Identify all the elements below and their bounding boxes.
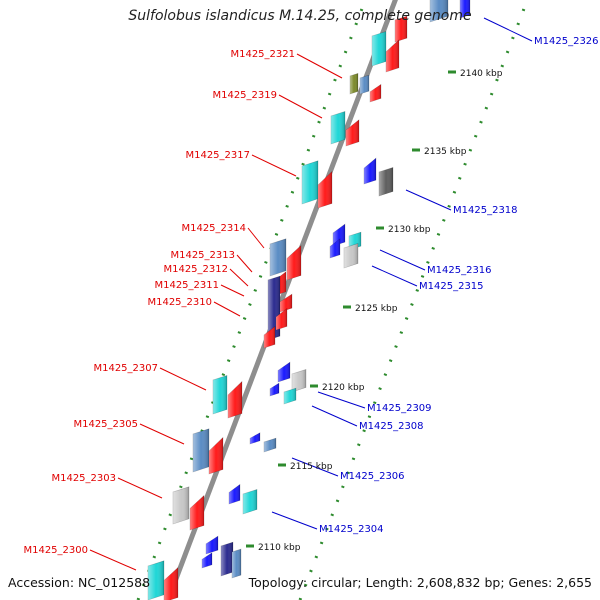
gene-leader-right [311, 405, 358, 427]
scale-tick-label: 2125 kbp [355, 304, 398, 314]
gene-label-right: M1425_2318 [453, 205, 518, 216]
strand-dotted-guide-right [298, 0, 529, 600]
gene-label-left: M1425_2307 [93, 363, 158, 374]
gene-label-left: M1425_2314 [181, 223, 246, 234]
gene-block-32 [263, 437, 277, 453]
gene-block-20 [279, 293, 293, 313]
genome-summary-text: Topology: circular; Length: 2,608,832 bp… [248, 575, 592, 590]
accession-text: Accession: NC_012588 [8, 575, 151, 590]
gene-block-6 [330, 111, 346, 145]
gene-block-34 [189, 494, 205, 531]
gene-label-right: M1425_2304 [319, 524, 384, 535]
gene-block-39 [231, 548, 242, 579]
gene-block-16 [269, 238, 287, 277]
gene-block-21 [275, 307, 288, 331]
scale-tick-label: 2140 kbp [460, 69, 503, 79]
gene-leader-right [405, 189, 452, 211]
gene-block-40 [201, 552, 213, 569]
gene-block-33 [172, 486, 190, 525]
gene-label-left: M1425_2317 [185, 150, 250, 161]
gene-label-left: M1425_2321 [230, 49, 295, 60]
gene-leader-left [220, 284, 245, 297]
gene-block-10 [363, 157, 377, 185]
gene-label-right: M1425_2308 [359, 421, 424, 432]
scale-tick-label: 2115 kbp [290, 462, 333, 472]
scale-tick-label: 2130 kbp [388, 225, 431, 235]
gene-leader-right [483, 17, 533, 42]
gene-block-5 [369, 83, 382, 103]
gene-leader-left [89, 549, 137, 571]
gene-block-9 [317, 170, 333, 209]
gene-block-36 [242, 489, 258, 515]
gene-label-left: M1425_2310 [147, 297, 212, 308]
gene-block-41 [147, 560, 165, 600]
gene-leader-right [317, 391, 366, 409]
gene-block-29 [192, 428, 210, 473]
gene-leader-right [271, 511, 318, 530]
gene-block-27 [269, 382, 280, 397]
gene-block-22 [263, 325, 276, 349]
gene-label-left: M1425_2303 [51, 473, 116, 484]
gene-leader-left [247, 227, 265, 249]
gene-leader-right [371, 265, 418, 287]
gene-label-left: M1425_2311 [154, 280, 219, 291]
gene-block-8 [301, 160, 319, 205]
gene-block-7 [345, 119, 360, 147]
scale-tick-label: 2120 kbp [322, 383, 365, 393]
gene-label-right: M1425_2315 [419, 281, 484, 292]
gene-leader-left [159, 367, 207, 391]
gene-block-15 [343, 243, 359, 269]
gene-block-1 [371, 31, 387, 67]
gene-block-2 [385, 39, 400, 73]
gene-block-11 [378, 167, 394, 197]
gene-label-left: M1425_2300 [23, 545, 88, 556]
gene-leader-left [278, 94, 323, 119]
gene-block-12 [332, 223, 346, 247]
gene-block-43 [459, 0, 471, 19]
gene-block-14 [329, 238, 341, 259]
gene-leader-right [291, 457, 339, 477]
scale-tick-label: 2135 kbp [424, 147, 467, 157]
gene-block-38 [220, 541, 234, 577]
map-title: Sulfolobus islandicus M.14.25, complete … [128, 8, 472, 24]
gene-label-right: M1425_2316 [427, 265, 492, 276]
gene-block-44 [429, 0, 449, 23]
gene-block-25 [277, 361, 291, 383]
gene-leader-left [117, 477, 163, 499]
gene-label-right: M1425_2309 [367, 403, 432, 414]
gene-block-23 [212, 375, 228, 415]
gene-block-17 [286, 244, 302, 281]
gene-block-30 [208, 436, 224, 475]
gene-block-4 [359, 74, 370, 95]
gene-block-42 [163, 566, 179, 600]
gene-block-0 [394, 15, 408, 43]
gene-block-24 [227, 380, 243, 419]
gene-leader-left [296, 53, 343, 79]
gene-label-right: M1425_2306 [340, 471, 405, 482]
gene-block-28 [283, 387, 297, 405]
gene-leader-left [251, 154, 297, 177]
gene-label-right: M1425_2326 [534, 36, 599, 47]
gene-block-37 [205, 535, 219, 555]
gene-leader-left [229, 268, 249, 287]
scale-tick-label: 2110 kbp [258, 543, 301, 553]
gene-leader-left [213, 301, 241, 317]
gene-leader-left [236, 254, 253, 273]
gene-block-3 [349, 73, 359, 95]
gene-label-left: M1425_2312 [163, 264, 228, 275]
gene-block-26 [291, 369, 307, 393]
gene-label-left: M1425_2305 [73, 419, 138, 430]
gene-label-left: M1425_2319 [212, 90, 277, 101]
gene-leader-right [379, 249, 426, 271]
gene-block-35 [228, 483, 241, 505]
gene-label-left: M1425_2313 [170, 250, 235, 261]
gene-leader-left [139, 423, 185, 445]
gene-block-31 [249, 432, 261, 445]
